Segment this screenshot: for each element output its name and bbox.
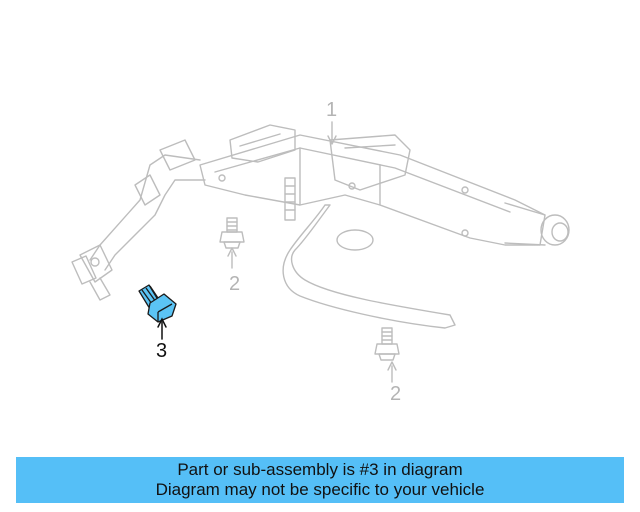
callout-label-3: 3	[156, 340, 168, 362]
steering-column-diagram	[71, 121, 570, 383]
callout-label-2-left: 2	[229, 273, 241, 295]
banner-line-1: Part or sub-assembly is #3 in diagram	[177, 460, 463, 479]
callout-label-2-lower: 2	[390, 383, 402, 405]
bolt-part-2-lower	[374, 327, 400, 383]
callout-label-1: 1	[326, 99, 338, 121]
callout-3-arrow	[157, 317, 167, 340]
banner-line-2: Diagram may not be specific to your vehi…	[155, 480, 485, 499]
steering-column-assembly	[71, 121, 570, 329]
info-banner: Part or sub-assembly is #3 in diagram Di…	[16, 457, 624, 503]
bolt-part-3-highlighted	[138, 284, 177, 323]
bolt-part-2-left	[219, 217, 245, 269]
